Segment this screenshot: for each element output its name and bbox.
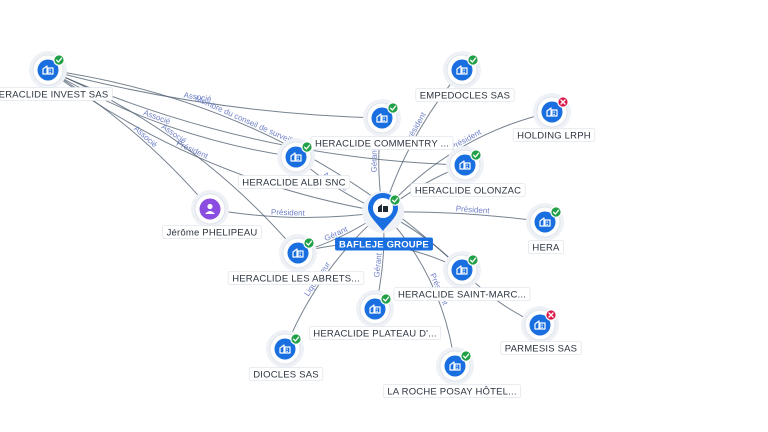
building-icon xyxy=(292,248,304,258)
node-label: BAFLEJE GROUPE xyxy=(339,240,429,251)
node-label-background xyxy=(512,128,596,142)
edge-invest-commentry: Associé xyxy=(47,69,383,119)
building-icon xyxy=(534,320,546,330)
edge-invest-albi: Associé xyxy=(47,69,297,158)
active-check-icon xyxy=(389,194,401,206)
node-label-background xyxy=(248,367,324,381)
node-label: HERACLIDE ALBI SNC xyxy=(242,178,345,189)
node-plateau[interactable]: HERACLIDE PLATEAU D'... xyxy=(308,290,442,340)
active-check-icon xyxy=(550,206,562,218)
active-check-icon xyxy=(387,102,399,114)
node-hera[interactable]: HERA xyxy=(526,203,565,254)
node-jerome[interactable]: Jérôme PHELIPEAU xyxy=(162,190,262,239)
edge-hera-bafleje: Président xyxy=(382,204,546,223)
active-check-icon xyxy=(303,237,315,249)
active-check-icon xyxy=(290,333,302,345)
node-label-background xyxy=(382,384,522,398)
edge-line xyxy=(47,69,299,254)
person-icon xyxy=(205,203,215,214)
node-label: HERACLIDE INVEST SAS xyxy=(0,90,108,101)
node-commentry[interactable]: HERACLIDE COMMENTRY ... xyxy=(310,99,454,150)
node-invest[interactable]: HERACLIDE INVEST SAS xyxy=(0,51,113,101)
node-label: EMPEDOCLES SAS xyxy=(420,91,510,102)
closed-status-icon xyxy=(545,309,557,321)
building-icon xyxy=(378,204,388,212)
node-label: HERACLIDE SAINT-MARC... xyxy=(398,290,526,301)
active-check-icon xyxy=(470,149,482,161)
node-label-background xyxy=(410,183,526,197)
closed-status-icon xyxy=(557,96,569,108)
edge-label: Associé xyxy=(183,90,213,103)
node-holding[interactable]: HOLDING LRPH xyxy=(512,93,596,142)
node-label: PARMESIS SAS xyxy=(505,344,577,355)
edge-line xyxy=(47,69,297,158)
node-larochi[interactable]: LA ROCHE POSAY HÔTEL... xyxy=(382,347,522,398)
node-abrets[interactable]: HERACLIDE LES ABRETS... xyxy=(227,234,365,285)
active-check-icon xyxy=(301,141,313,153)
active-check-icon xyxy=(460,350,472,362)
building-icon xyxy=(279,344,291,354)
edge-line xyxy=(382,211,456,367)
edge-label: Gérant xyxy=(370,147,379,172)
edge-label: Président xyxy=(455,204,490,215)
building-icon xyxy=(42,65,54,75)
building-icon xyxy=(539,217,551,227)
node-parmesis[interactable]: PARMESIS SAS xyxy=(500,306,582,355)
active-check-icon xyxy=(380,293,392,305)
edge-label: Gérant xyxy=(372,252,383,278)
edge-label: Associé xyxy=(160,122,189,146)
node-label-background xyxy=(393,287,531,301)
node-diocles[interactable]: DIOCLES SAS xyxy=(248,330,324,381)
building-icon xyxy=(376,113,388,123)
active-check-icon xyxy=(53,54,65,66)
node-label-background xyxy=(0,87,113,101)
edge-jerome-bafleje: Président xyxy=(209,208,384,218)
edge-label: Président xyxy=(271,208,306,218)
node-bafleje[interactable]: BAFLEJE GROUPE xyxy=(335,191,433,251)
node-label-background xyxy=(500,341,582,355)
node-label-background xyxy=(237,175,351,189)
node-label: HERA xyxy=(532,243,560,254)
node-label: DIOCLES SAS xyxy=(253,370,319,381)
node-label: HOLDING LRPH xyxy=(517,131,591,142)
node-empedocles[interactable]: EMPEDOCLES SAS xyxy=(415,51,515,102)
building-icon xyxy=(546,107,558,117)
building-icon xyxy=(369,304,381,314)
node-label-background xyxy=(415,88,515,102)
building-icon xyxy=(449,361,461,371)
node-label: HERACLIDE PLATEAU D'... xyxy=(313,329,436,340)
building-icon xyxy=(456,65,468,75)
edge-line xyxy=(47,69,211,210)
edge-line xyxy=(47,69,463,271)
node-label-background xyxy=(162,225,262,239)
node-label: Jérôme PHELIPEAU xyxy=(167,228,258,239)
active-check-icon xyxy=(467,54,479,66)
node-olonzac[interactable]: HERACLIDE OLONZAC xyxy=(410,146,526,197)
active-check-icon xyxy=(467,254,479,266)
node-label: HERACLIDE COMMENTRY ... xyxy=(315,139,449,150)
node-label: LA ROCHE POSAY HÔTEL... xyxy=(387,387,516,398)
node-label-background xyxy=(227,271,365,285)
building-icon xyxy=(290,152,302,162)
edge-line xyxy=(47,69,383,119)
node-saintmarc[interactable]: HERACLIDE SAINT-MARC... xyxy=(393,251,531,301)
building-icon xyxy=(456,265,468,275)
building-icon xyxy=(459,160,471,170)
node-label: HERACLIDE LES ABRETS... xyxy=(232,274,360,285)
node-label-background xyxy=(335,237,433,251)
nodes-layer: BAFLEJE GROUPE HERACLIDE INVEST SAS EMPEDO… xyxy=(0,51,596,398)
node-label: HERACLIDE OLONZAC xyxy=(415,186,521,197)
node-label-background xyxy=(308,326,442,340)
node-albi[interactable]: HERACLIDE ALBI SNC xyxy=(237,138,351,189)
node-label-background xyxy=(527,240,565,254)
